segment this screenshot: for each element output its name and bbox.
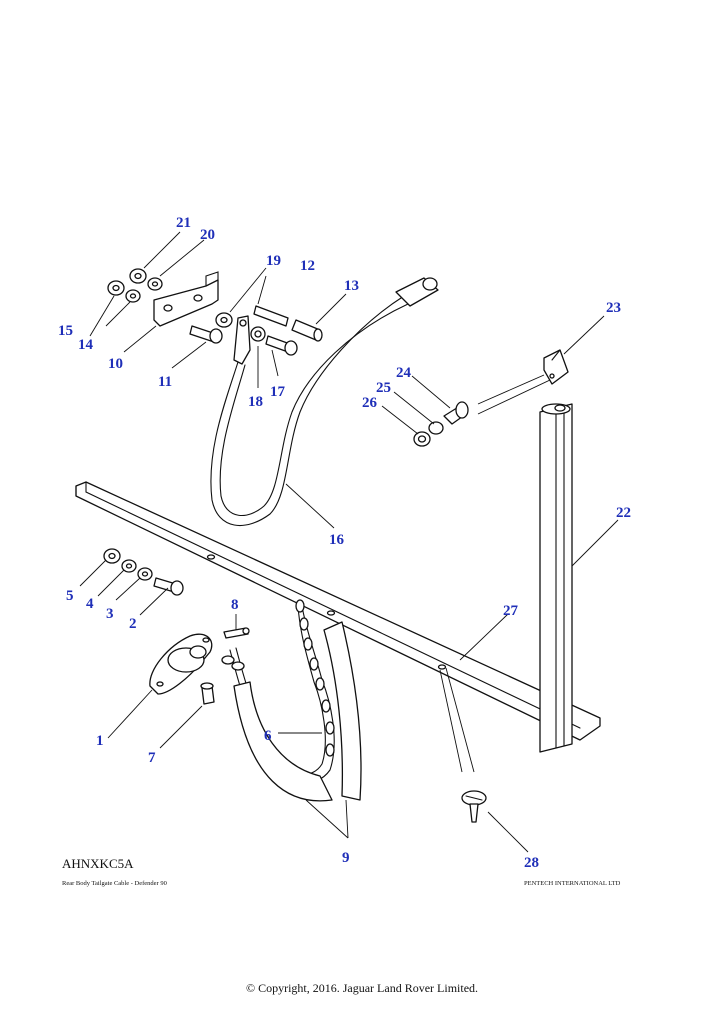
callout-13: 13 <box>344 278 359 294</box>
callout-8: 8 <box>231 597 239 613</box>
callout-17: 17 <box>270 384 286 400</box>
callout-15: 15 <box>58 323 73 339</box>
rail-part <box>75 481 601 741</box>
diagram-code: AHNXKC5A <box>62 856 134 871</box>
callout-2: 2 <box>129 616 137 632</box>
stud-part <box>253 305 323 342</box>
callout-19: 19 <box>266 253 281 269</box>
callout-4: 4 <box>86 596 94 612</box>
callout-18: 18 <box>248 394 263 410</box>
screw-28-part <box>461 790 487 823</box>
copyright-notice: © Copyright, 2016. Jaguar Land Rover Lim… <box>245 981 479 995</box>
callout-14: 14 <box>78 337 94 353</box>
post-bolt-part <box>413 374 551 447</box>
callout-21: 21 <box>176 215 191 231</box>
callout-24: 24 <box>396 365 412 381</box>
bolt-17-part <box>215 312 298 356</box>
sleeve-part <box>233 621 362 802</box>
callout-28: 28 <box>524 855 539 871</box>
callout-6: 6 <box>264 728 272 744</box>
bolt-11-part <box>189 325 223 344</box>
clip-part <box>543 349 569 385</box>
callout-1: 1 <box>96 733 104 749</box>
post-part <box>539 403 573 753</box>
callout-12: 12 <box>300 258 315 274</box>
callout-16: 16 <box>329 532 345 548</box>
bracket-part <box>107 268 219 327</box>
callout-7: 7 <box>148 750 156 766</box>
cable-part <box>210 277 439 527</box>
callout-5: 5 <box>66 588 74 604</box>
bracket-1-part <box>149 633 213 695</box>
leader-lines <box>79 231 619 853</box>
bolt-2-part <box>103 548 184 596</box>
callout-27: 27 <box>503 603 519 619</box>
callout-9: 9 <box>342 850 350 866</box>
pin-8-part <box>223 627 250 639</box>
callout-3: 3 <box>106 606 114 622</box>
callout-23: 23 <box>606 300 621 316</box>
callout-11: 11 <box>158 374 172 390</box>
callout-20: 20 <box>200 227 215 243</box>
diagram-title: Rear Body Tailgate Cable - Defender 90 <box>62 880 167 887</box>
callout-26: 26 <box>362 395 378 411</box>
callout-10: 10 <box>108 356 123 372</box>
callout-22: 22 <box>616 505 631 521</box>
screw-7-part <box>200 682 215 705</box>
callout-25: 25 <box>376 380 391 396</box>
callouts: 1 2 3 4 5 6 7 8 9 10 11 12 13 14 15 16 1… <box>58 215 631 871</box>
diagram-maker: PENTECH INTERNATIONAL LTD <box>524 880 621 887</box>
